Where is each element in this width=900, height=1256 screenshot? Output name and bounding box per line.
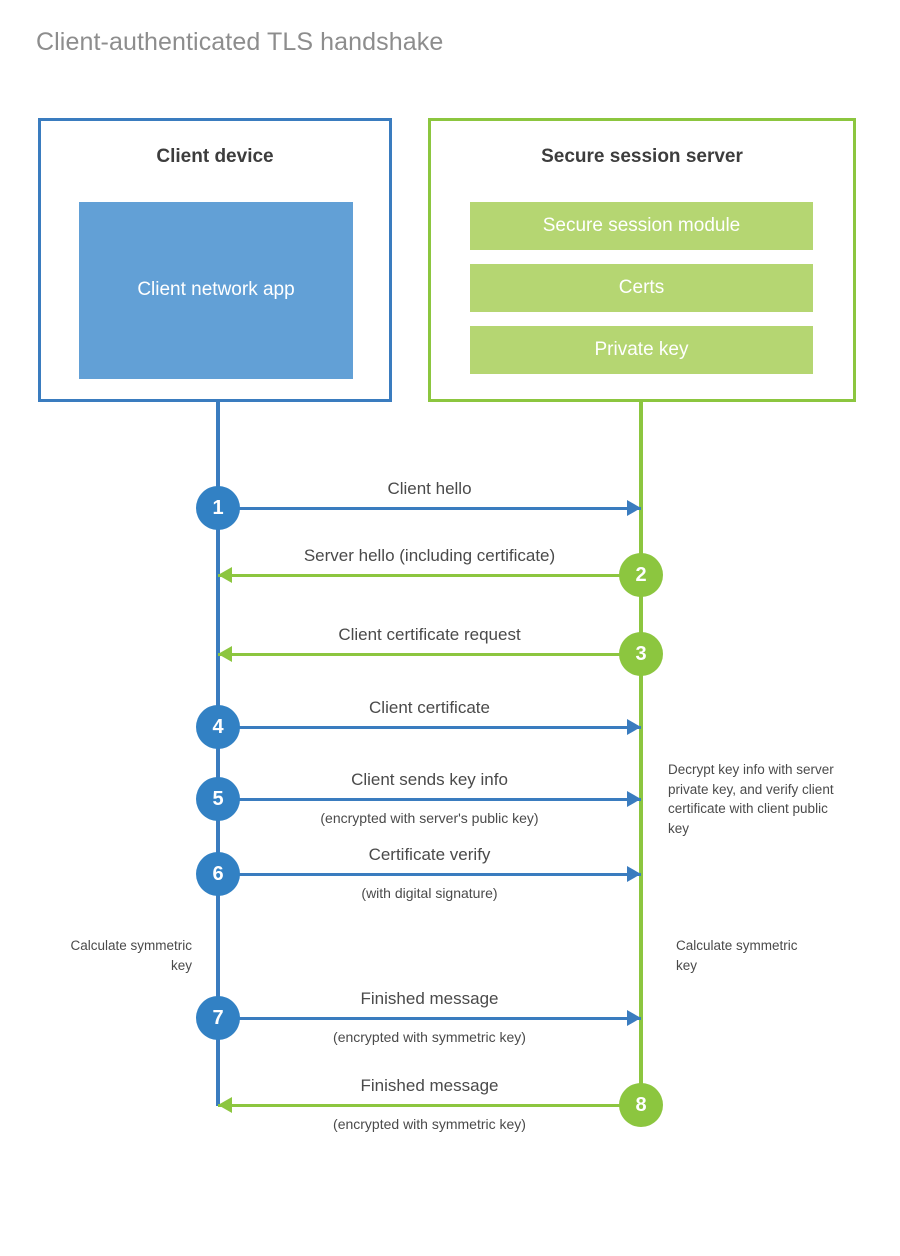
message-label-3: Client certificate request — [338, 625, 521, 644]
page-title: Client-authenticated TLS handshake — [36, 28, 444, 56]
client-device-box: Client device Client network app — [38, 118, 392, 402]
message-sublabel-5: (encrypted with server's public key) — [320, 810, 539, 826]
client-device-title: Client device — [156, 146, 274, 167]
step-circle-7[interactable]: 7 — [196, 996, 240, 1040]
secure-session-server-box: Secure session server Secure session mod… — [428, 118, 856, 402]
arrow-head-4 — [627, 719, 641, 735]
note-server-decrypt: Decrypt key info with server private key… — [668, 762, 834, 836]
step-circle-1[interactable]: 1 — [196, 486, 240, 530]
server-module-secure-session-module: Secure session module — [470, 202, 813, 250]
arrow-head-7 — [627, 1010, 641, 1026]
secure-session-server-title: Secure session server — [541, 146, 743, 167]
message-arrow-7 — [218, 1016, 641, 1020]
step-circle-4[interactable]: 4 — [196, 705, 240, 749]
step-circle-8[interactable]: 8 — [619, 1083, 663, 1127]
server-lifeline — [639, 402, 643, 1106]
server-module-private-key: Private key — [470, 326, 813, 374]
message-arrow-5 — [218, 797, 641, 801]
arrow-head-1 — [627, 500, 641, 516]
client-network-app-block: Client network app — [79, 202, 353, 379]
message-label-8: Finished message — [360, 1076, 499, 1095]
step-circle-6[interactable]: 6 — [196, 852, 240, 896]
arrow-head-3 — [218, 646, 232, 662]
step-circle-2[interactable]: 2 — [619, 553, 663, 597]
step-circle-5[interactable]: 5 — [196, 777, 240, 821]
message-label-5: Client sends key info — [351, 770, 508, 789]
message-label-4: Client certificate — [369, 698, 490, 717]
message-label-2: Server hello (including certificate) — [303, 546, 556, 565]
message-label-7: Finished message — [360, 989, 499, 1008]
client-lifeline — [216, 402, 220, 1106]
message-label-6: Certificate verify — [368, 845, 491, 864]
message-label-1: Client hello — [387, 479, 472, 498]
message-arrow-2 — [218, 573, 641, 577]
note-client-calculate-symmetric-key: Calculate symmetric key — [70, 938, 192, 973]
message-arrow-4 — [218, 725, 641, 729]
message-arrow-1 — [218, 506, 641, 510]
message-arrow-8 — [218, 1103, 641, 1107]
message-sublabel-6: (with digital signature) — [361, 885, 498, 901]
arrow-head-8 — [218, 1097, 232, 1113]
arrow-head-5 — [627, 791, 641, 807]
message-sublabel-8: (encrypted with symmetric key) — [333, 1116, 526, 1132]
step-circle-3[interactable]: 3 — [619, 632, 663, 676]
server-module-certs: Certs — [470, 264, 813, 312]
message-arrow-6 — [218, 872, 641, 876]
arrow-head-2 — [218, 567, 232, 583]
arrow-head-6 — [627, 866, 641, 882]
note-server-calculate-symmetric-key: Calculate symmetric key — [676, 938, 798, 973]
message-arrow-3 — [218, 652, 641, 656]
message-sublabel-7: (encrypted with symmetric key) — [333, 1029, 526, 1045]
